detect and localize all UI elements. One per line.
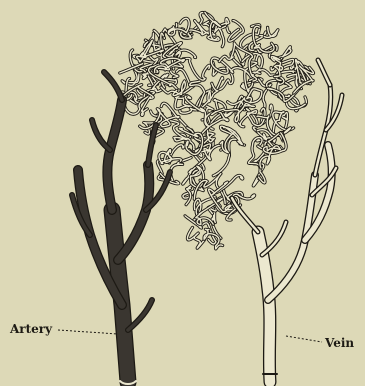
artery-label: Artery	[10, 322, 52, 336]
vein-label: Vein	[325, 336, 354, 350]
vein-branch-lumen	[232, 198, 258, 232]
vein-leader-line	[286, 336, 322, 342]
vein-branch-lumen	[318, 60, 330, 85]
artery-leader-line	[58, 330, 118, 334]
artery-vessel	[72, 72, 170, 384]
